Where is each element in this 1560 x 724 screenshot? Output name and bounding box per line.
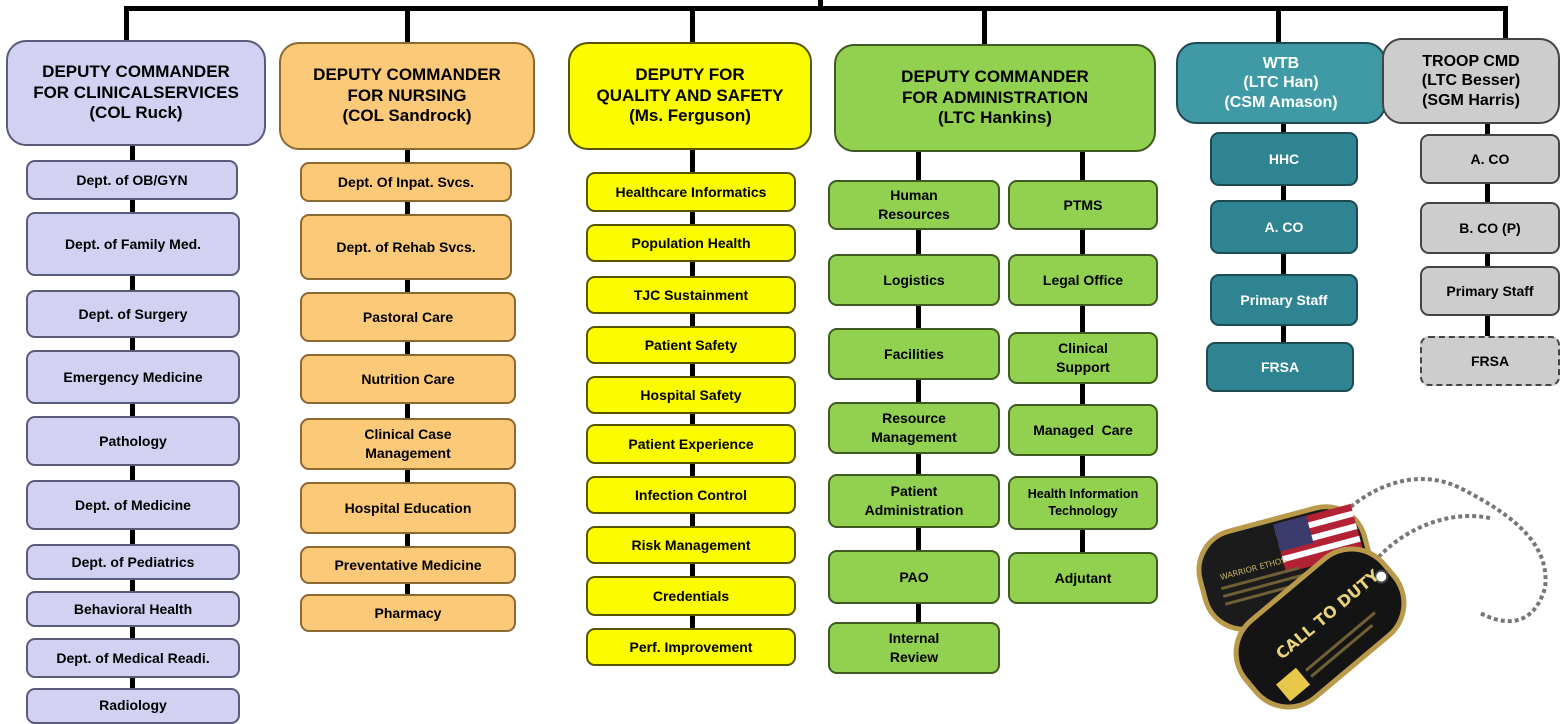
node-emergency-medicine[interactable]: Emergency Medicine — [26, 350, 240, 404]
node-pathology[interactable]: Pathology — [26, 416, 240, 466]
node-population-health[interactable]: Population Health — [586, 224, 796, 262]
node-health-information-technology[interactable]: Health Information Technology — [1008, 476, 1158, 530]
drop-line-quality — [690, 6, 695, 42]
node-credentials[interactable]: Credentials — [586, 576, 796, 616]
node-wtb-a-co[interactable]: A. CO — [1210, 200, 1358, 254]
top-stem-line — [818, 0, 823, 10]
node-resource-management[interactable]: Resource Management — [828, 402, 1000, 454]
node-clinical-case-management[interactable]: Clinical Case Management — [300, 418, 516, 470]
node-adjutant[interactable]: Adjutant — [1008, 552, 1158, 604]
node-patient-safety[interactable]: Patient Safety — [586, 326, 796, 364]
node-perf-improvement[interactable]: Perf. Improvement — [586, 628, 796, 666]
node-dept-family-med[interactable]: Dept. of Family Med. — [26, 212, 240, 276]
node-behavioral-health[interactable]: Behavioral Health — [26, 591, 240, 627]
node-dept-medical-readiness[interactable]: Dept. of Medical Readi. — [26, 638, 240, 678]
header-nursing[interactable]: DEPUTY COMMANDER FOR NURSING (COL Sandro… — [279, 42, 535, 150]
header-wtb[interactable]: WTB (LTC Han) (CSM Amason) — [1176, 42, 1386, 124]
drop-line-clinical — [124, 6, 129, 40]
node-preventative-medicine[interactable]: Preventative Medicine — [300, 546, 516, 584]
node-hhc[interactable]: HHC — [1210, 132, 1358, 186]
node-wtb-frsa[interactable]: FRSA — [1206, 342, 1354, 392]
node-tjc-sustainment[interactable]: TJC Sustainment — [586, 276, 796, 314]
header-quality-safety[interactable]: DEPUTY FOR QUALITY AND SAFETY (Ms. Fergu… — [568, 42, 812, 150]
node-human-resources[interactable]: Human Resources — [828, 180, 1000, 230]
node-pao[interactable]: PAO — [828, 550, 1000, 604]
drop-line-admin — [982, 6, 987, 44]
node-infection-control[interactable]: Infection Control — [586, 476, 796, 514]
node-managed-care[interactable]: Managed Care — [1008, 404, 1158, 456]
node-dept-pediatrics[interactable]: Dept. of Pediatrics — [26, 544, 240, 580]
dog-tag-back: WARRIOR ETHOS — [1196, 503, 1374, 632]
drop-line-troop — [1503, 6, 1508, 40]
top-bus-line — [124, 6, 1506, 11]
node-dept-medicine[interactable]: Dept. of Medicine — [26, 480, 240, 530]
node-radiology[interactable]: Radiology — [26, 688, 240, 724]
node-patient-experience[interactable]: Patient Experience — [586, 424, 796, 464]
node-pharmacy[interactable]: Pharmacy — [300, 594, 516, 632]
header-troop-cmd[interactable]: TROOP CMD (LTC Besser) (SGM Harris) — [1382, 38, 1560, 124]
node-legal-office[interactable]: Legal Office — [1008, 254, 1158, 306]
node-wtb-primary-staff[interactable]: Primary Staff — [1210, 274, 1358, 326]
header-clinical-services[interactable]: DEPUTY COMMANDER FOR CLINICALSERVICES (C… — [6, 40, 266, 146]
node-troop-b-co[interactable]: B. CO (P) — [1420, 202, 1560, 254]
node-dept-inpatient-svcs[interactable]: Dept. Of Inpat. Svcs. — [300, 162, 512, 202]
node-dept-ob-gyn[interactable]: Dept. of OB/GYN — [26, 160, 238, 200]
node-healthcare-informatics[interactable]: Healthcare Informatics — [586, 172, 796, 212]
node-dept-rehab-svcs[interactable]: Dept. of Rehab Svcs. — [300, 214, 512, 280]
node-hospital-education[interactable]: Hospital Education — [300, 482, 516, 534]
node-hospital-safety[interactable]: Hospital Safety — [586, 376, 796, 414]
node-troop-frsa[interactable]: FRSA — [1420, 336, 1560, 386]
node-internal-review[interactable]: Internal Review — [828, 622, 1000, 674]
node-dept-surgery[interactable]: Dept. of Surgery — [26, 290, 240, 338]
node-troop-a-co[interactable]: A. CO — [1420, 134, 1560, 184]
node-facilities[interactable]: Facilities — [828, 328, 1000, 380]
node-clinical-support[interactable]: Clinical Support — [1008, 332, 1158, 384]
node-risk-management[interactable]: Risk Management — [586, 526, 796, 564]
spine-admin-left — [916, 152, 921, 627]
drop-line-nursing — [405, 6, 410, 42]
ball-chain — [1308, 477, 1548, 624]
ball-chain-2 — [1368, 514, 1491, 570]
node-ptms[interactable]: PTMS — [1008, 180, 1158, 230]
node-pastoral-care[interactable]: Pastoral Care — [300, 292, 516, 342]
drop-line-wtb — [1276, 6, 1281, 44]
node-patient-administration[interactable]: Patient Administration — [828, 474, 1000, 528]
dog-tags-image: WARRIOR ETHOS CALL TO DUTY — [1196, 477, 1548, 710]
node-nutrition-care[interactable]: Nutrition Care — [300, 354, 516, 404]
node-troop-primary-staff[interactable]: Primary Staff — [1420, 266, 1560, 316]
header-administration[interactable]: DEPUTY COMMANDER FOR ADMINISTRATION (LTC… — [834, 44, 1156, 152]
node-logistics[interactable]: Logistics — [828, 254, 1000, 306]
